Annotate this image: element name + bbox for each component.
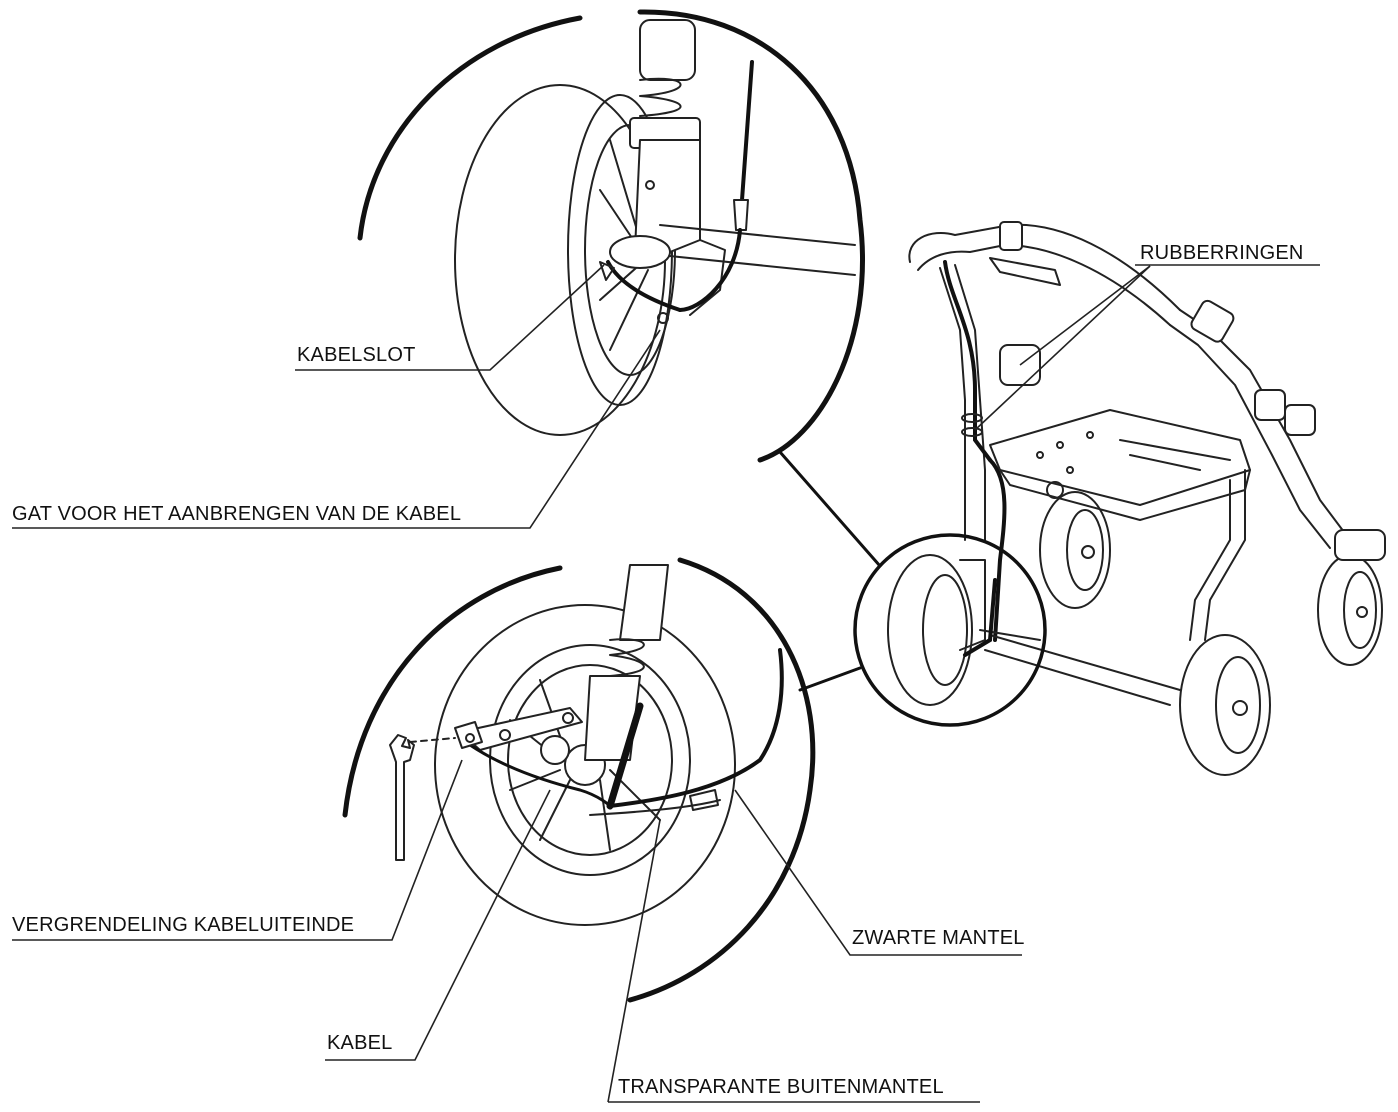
rubberringen-callout [974,264,1320,431]
label-zwarte-mantel: ZWARTE MANTEL [852,927,1025,949]
label-rubberringen: RUBBERRINGEN [1140,242,1304,264]
label-gat-voor-kabel: GAT VOOR HET AANBRENGEN VAN DE KABEL [12,503,461,525]
small-detail-circle [853,533,1047,727]
kabel-callout [325,789,551,1061]
label-kabelslot: KABELSLOT [297,344,416,366]
gat-callout [12,329,661,529]
kabelslot-callout [295,264,605,371]
bottom-detail-view [342,557,816,1003]
stroller-overview [908,221,1386,776]
bottom-detail-connector [798,666,862,692]
label-kabel: KABEL [327,1032,392,1054]
zwarte-mantel-callout [734,789,1022,956]
top-detail-connector [778,450,882,568]
transparante-callout [607,819,980,1103]
vergrendeling-callout [12,759,463,941]
label-transparante-buitenmantel: TRANSPARANTE BUITENMANTEL [618,1076,944,1098]
top-detail-view [357,9,865,463]
label-vergrendeling-kabeluiteinde: VERGRENDELING KABELUITEINDE [12,914,354,936]
